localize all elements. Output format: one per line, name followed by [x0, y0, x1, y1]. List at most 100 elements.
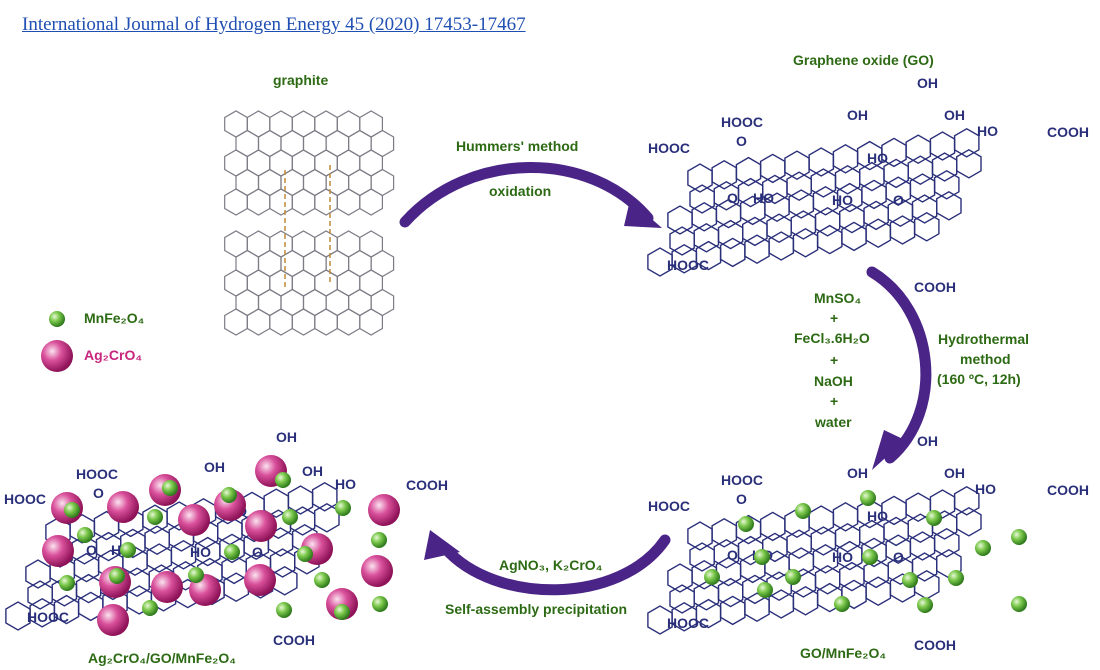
legend-mnfe2o4-label: MnFe₂O₄: [84, 310, 145, 326]
graphene-oxide-sheet: [647, 127, 982, 277]
mnfe2o4-particle: [109, 568, 125, 584]
sheet-ring: [909, 173, 936, 203]
conditions-label: (160 ºC, 12h): [937, 371, 1021, 387]
sheet-ring: [687, 163, 713, 193]
sheet-ring: [691, 201, 718, 232]
legend-ag2cro4-sphere: [41, 340, 73, 372]
group-o: O: [93, 485, 104, 501]
sheet-ring: [759, 511, 786, 542]
journal-citation-link[interactable]: International Journal of Hydrogen Energy…: [22, 14, 526, 35]
ag2cro4-particle: [244, 564, 276, 596]
sheet-ring: [711, 517, 738, 548]
graphite-ring: [336, 308, 361, 336]
group-o: O: [893, 549, 904, 565]
mnfe2o4-particle: [335, 500, 351, 516]
graphite-ring: [224, 188, 248, 216]
sheet-ring: [832, 143, 859, 174]
graphite-ring: [269, 188, 293, 216]
self-assembly-label: Self-assembly precipitation: [445, 601, 628, 617]
mnfe2o4-particle: [77, 527, 93, 543]
graphite-ring: [314, 308, 338, 336]
mnfe2o4-particle: [738, 516, 754, 532]
group-ho: HO: [975, 481, 996, 497]
mnfe2o4-particle: [785, 569, 801, 585]
functional-group-labels: HOOC HOOC OH OH OH HO COOH O HO O HO HO …: [4, 75, 1089, 653]
mnfe2o4-particle: [59, 575, 75, 591]
group-cooh: COOH: [273, 632, 315, 648]
mnfe2o4-particle: [64, 502, 80, 518]
group-hooc: HOOC: [27, 609, 69, 625]
sheet-ring: [953, 127, 980, 158]
arrow-hydrothermal-head: [872, 430, 905, 470]
go-mnfe2o4-sheet: [647, 485, 982, 635]
arrow-oxidation-head: [624, 200, 662, 228]
group-o: O: [727, 190, 738, 206]
graphite-ring: [291, 188, 316, 216]
mnfe2o4-particle: [142, 600, 158, 616]
sheet-ring: [271, 565, 298, 596]
group-cooh: COOH: [1047, 124, 1089, 140]
sheet-ring: [788, 189, 815, 219]
mnfe2o4-particle: [282, 509, 298, 525]
mnfe2o4-particle: [948, 570, 964, 586]
group-hooc: HOOC: [667, 615, 709, 631]
graphite-ring: [246, 188, 271, 216]
graphite-ring: [246, 308, 271, 336]
sheet-ring: [719, 595, 746, 626]
group-hooc: HOOC: [667, 257, 709, 273]
mnfe2o4-particle: [224, 544, 240, 560]
sheet-ring: [956, 506, 982, 537]
sheet-ring: [913, 211, 940, 242]
mnfe2o4-particle: [188, 567, 204, 583]
sheet-ring: [808, 505, 835, 535]
method-label: method: [960, 351, 1011, 367]
mnfe2o4-particle: [314, 572, 330, 588]
arrow-self-assembly: [439, 534, 671, 596]
go-mnfe2o4-label: GO/MnFe₂O₄: [800, 645, 887, 661]
sheet-ring: [768, 589, 795, 619]
legend-ag2cro4-label: Ag₂CrO₄: [84, 347, 143, 363]
mnfe2o4-particle: [975, 540, 991, 556]
group-ho: HO: [867, 150, 888, 166]
mnfe2o4-particle: [120, 542, 136, 558]
sheet-ring: [719, 237, 746, 268]
sheet-ring: [808, 147, 835, 177]
sheet-ring: [784, 150, 810, 181]
group-cooh: COOH: [914, 637, 956, 653]
sheet-ring: [956, 148, 982, 179]
reagent-fecl3: FeCl₃.6H₂O: [794, 330, 870, 346]
sheet-ring: [792, 585, 819, 616]
graphite-structure: [224, 110, 395, 336]
group-ho: HO: [832, 549, 853, 565]
group-o: O: [727, 547, 738, 563]
reagent-mnso4: MnSO₄: [814, 290, 862, 306]
graphite-ring: [359, 188, 383, 216]
ag2cro4-go-mnfe2o4-label: Ag₂CrO₄/GO/MnFe₂O₄: [88, 650, 236, 666]
sheet-ring: [667, 205, 693, 235]
reagent-plus: +: [830, 393, 839, 409]
graphite-ring: [269, 308, 293, 336]
sheet-ring: [861, 179, 887, 210]
graphene-oxide-label: Graphene oxide (GO): [793, 52, 934, 68]
sheet-ring: [933, 527, 960, 558]
mnfe2o4-particle: [147, 509, 163, 525]
sheet-ring: [889, 215, 916, 245]
sheet-ring: [735, 156, 762, 187]
graphite-ring: [224, 308, 248, 336]
group-ho: HO: [977, 123, 998, 139]
sheet-ring: [667, 563, 693, 593]
sheet-ring: [816, 224, 843, 255]
sheet-ring: [905, 134, 932, 165]
group-o: O: [736, 133, 747, 149]
group-oh: OH: [917, 433, 938, 449]
group-oh: OH: [847, 107, 868, 123]
group-hooc: HOOC: [4, 491, 46, 507]
arrow-hydrothermal: [866, 266, 932, 464]
reagent-agno3-k2cro4: AgNO₃, K₂CrO₄: [499, 557, 603, 573]
group-ho: HO: [832, 192, 853, 208]
mnfe2o4-particle: [334, 604, 350, 620]
sheet-ring: [913, 569, 940, 600]
sheet-ring: [744, 234, 770, 265]
group-hooc: HOOC: [721, 472, 763, 488]
